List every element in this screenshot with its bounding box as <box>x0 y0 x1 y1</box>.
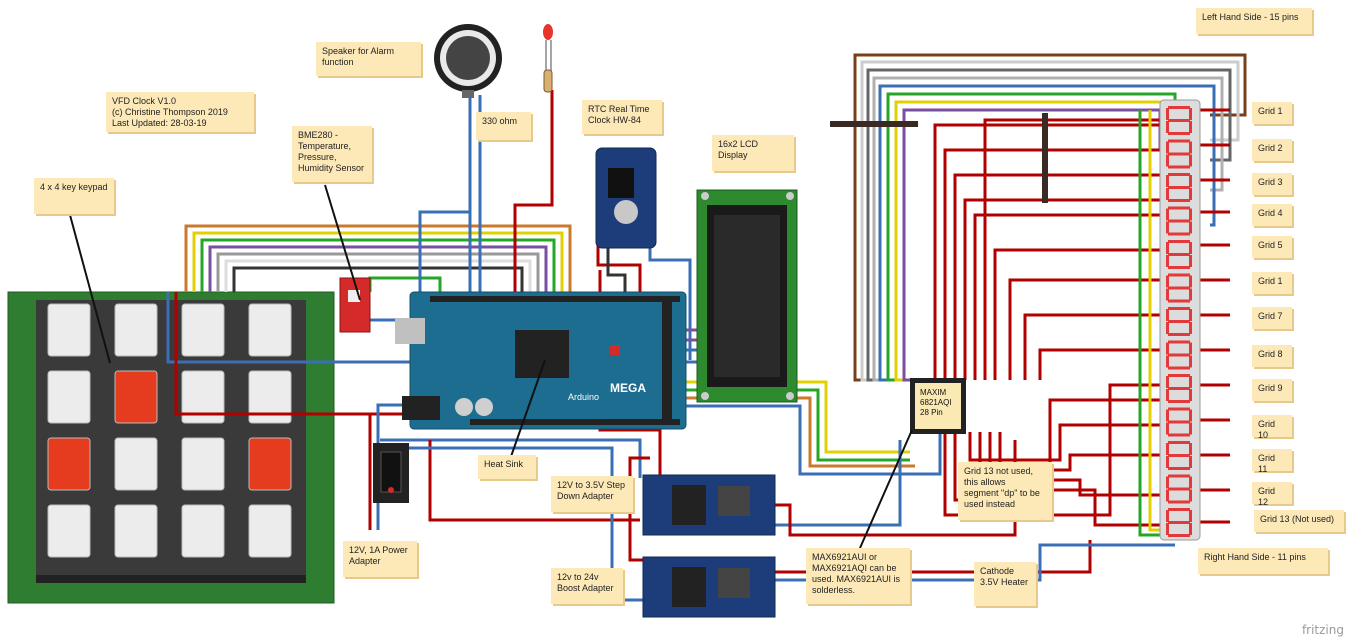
speaker <box>434 24 502 98</box>
note-cathode: Cathode 3.5V Heater <box>974 562 1036 606</box>
pin-header-vertical <box>1042 113 1048 203</box>
keypad-key-3 <box>181 303 225 357</box>
note-right-side: Right Hand Side - 11 pins <box>1198 548 1328 574</box>
note-resistor: 330 ohm <box>476 112 531 140</box>
mega-label: MEGA <box>610 381 646 395</box>
vfd-tube <box>1159 99 1201 541</box>
keypad-key-7 <box>181 370 225 424</box>
keypad-key-13 <box>47 504 91 558</box>
lcd-display <box>696 189 798 403</box>
maxim-chip-label: MAXIM 6821AQI 28 Pin <box>920 388 954 417</box>
keypad-key-11 <box>181 437 225 491</box>
note-rtc: RTC Real Time Clock HW-84 <box>582 100 662 134</box>
vfd-digit-3 <box>1166 173 1192 202</box>
note-keypad: 4 x 4 key keypad <box>34 178 114 214</box>
vfd-digit-11 <box>1166 441 1192 470</box>
note-heatsink: Heat Sink <box>478 455 536 479</box>
grid-label-5: Grid 5 <box>1252 236 1292 258</box>
keypad-key-9 <box>47 437 91 491</box>
vfd-digit-10 <box>1166 407 1192 437</box>
keypad-key-14 <box>114 504 158 558</box>
keypad-key-5 <box>47 370 91 424</box>
vfd-digit-12 <box>1166 474 1192 504</box>
grid-label-7: Grid 7 <box>1252 307 1292 329</box>
grid-label-6: Grid 1 <box>1252 272 1292 294</box>
note-title: VFD Clock V1.0 (c) Christine Thompson 20… <box>106 92 254 132</box>
wires <box>166 53 1247 602</box>
grid-label-11: Grid 11 <box>1252 449 1292 474</box>
leader-lines <box>69 184 913 549</box>
vfd-digit-4 <box>1166 206 1192 236</box>
grid-label-12: Grid 12 <box>1252 482 1292 507</box>
vfd-digit-6 <box>1166 273 1192 303</box>
note-lcd: 16x2 LCD Display <box>712 135 794 171</box>
keypad-key-2 <box>114 303 158 357</box>
watermark: fritzing <box>1301 623 1344 637</box>
arduino-mega: MEGA Arduino <box>395 291 687 430</box>
rtc-module <box>595 147 657 249</box>
vfd-digit-2 <box>1166 139 1192 169</box>
resistor <box>543 69 553 93</box>
maxim-chip: MAXIM 6821AQI 28 Pin <box>910 378 966 434</box>
note-maxim-alt: MAX6921AUI or MAX6921AQI can be used. MA… <box>806 548 910 604</box>
grid-label-2: Grid 2 <box>1252 139 1292 161</box>
note-boost: 12v to 24v Boost Adapter <box>551 568 623 604</box>
pin-header <box>830 121 918 127</box>
keypad-key-6 <box>114 370 158 424</box>
vfd-digit-8 <box>1166 340 1192 370</box>
power-switch <box>373 443 409 503</box>
keypad-key-4 <box>248 303 292 357</box>
vfd-digit-7 <box>1166 307 1192 336</box>
keypad-key-1 <box>47 303 91 357</box>
keypad-key-8 <box>248 370 292 424</box>
note-bme280: BME280 - Temperature, Pressure, Humidity… <box>292 126 372 182</box>
keypad-key-16 <box>248 504 292 558</box>
vfd-digit-9 <box>1166 374 1192 403</box>
vfd-digit-5 <box>1166 240 1192 269</box>
step-down-adapter <box>642 474 776 536</box>
keypad <box>7 291 335 604</box>
grid-label-13: Grid 13 (Not used) <box>1254 510 1344 532</box>
note-stepdown: 12V to 3.5V Step Down Adapter <box>551 476 633 512</box>
note-left-side: Left Hand Side - 15 pins <box>1196 8 1312 34</box>
keypad-key-12 <box>248 437 292 491</box>
grid-label-3: Grid 3 <box>1252 173 1292 195</box>
arduino-brand: Arduino <box>568 392 599 402</box>
grid-label-10: Grid 10 <box>1252 415 1292 440</box>
boost-adapter <box>642 556 776 618</box>
note-speaker: Speaker for Alarm function <box>316 42 421 76</box>
keypad-key-15 <box>181 504 225 558</box>
note-grid13: Grid 13 not used, this allows segment "d… <box>958 462 1052 520</box>
grid-label-9: Grid 9 <box>1252 379 1292 401</box>
vfd-digit-13 <box>1166 508 1192 537</box>
vfd-digit-1 <box>1166 106 1192 135</box>
note-power: 12V, 1A Power Adapter <box>343 541 417 577</box>
grid-label-4: Grid 4 <box>1252 204 1292 226</box>
grid-label-1: Grid 1 <box>1252 102 1292 124</box>
grid-label-8: Grid 8 <box>1252 345 1292 367</box>
keypad-key-10 <box>114 437 158 491</box>
